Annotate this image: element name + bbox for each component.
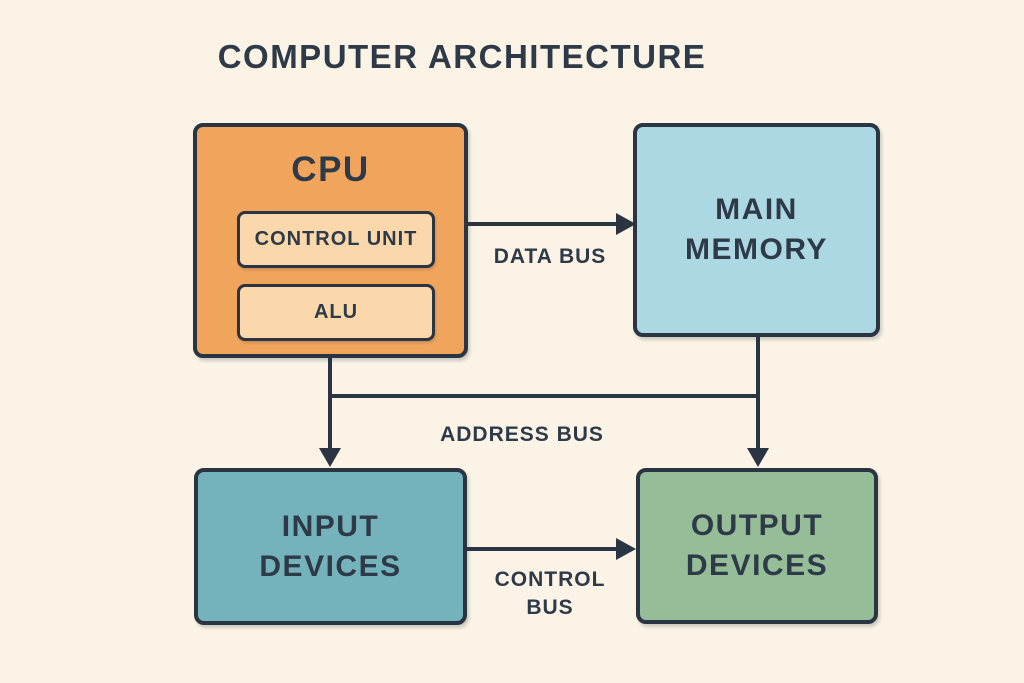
address-bus-label: ADDRESS BUS [440, 423, 604, 446]
diagram-title: COMPUTER ARCHITECTURE [217, 38, 707, 75]
control-unit-label: CONTROL UNIT [254, 228, 418, 250]
control-bus-arrow [465, 538, 636, 560]
address-bus-lines [319, 335, 769, 467]
cpu-node: CPU CONTROL UNIT ALU [193, 123, 468, 358]
output-devices-label: OUTPUT DEVICES [685, 509, 829, 582]
main-memory-label: MAIN MEMORY [685, 193, 828, 266]
data-bus-arrow [466, 213, 636, 235]
alu-node: ALU [237, 284, 435, 341]
data-bus-label: DATA BUS [493, 245, 607, 268]
main-memory-node: MAIN MEMORY [633, 123, 880, 337]
cpu-label: CPU [291, 150, 370, 189]
control-unit-node: CONTROL UNIT [237, 211, 435, 268]
alu-label: ALU [313, 301, 359, 323]
input-devices-node: INPUT DEVICES [194, 468, 467, 625]
control-bus-label: CONTROL BUS [494, 568, 606, 619]
input-devices-label: INPUT DEVICES [259, 509, 402, 583]
output-devices-node: OUTPUT DEVICES [636, 468, 878, 624]
